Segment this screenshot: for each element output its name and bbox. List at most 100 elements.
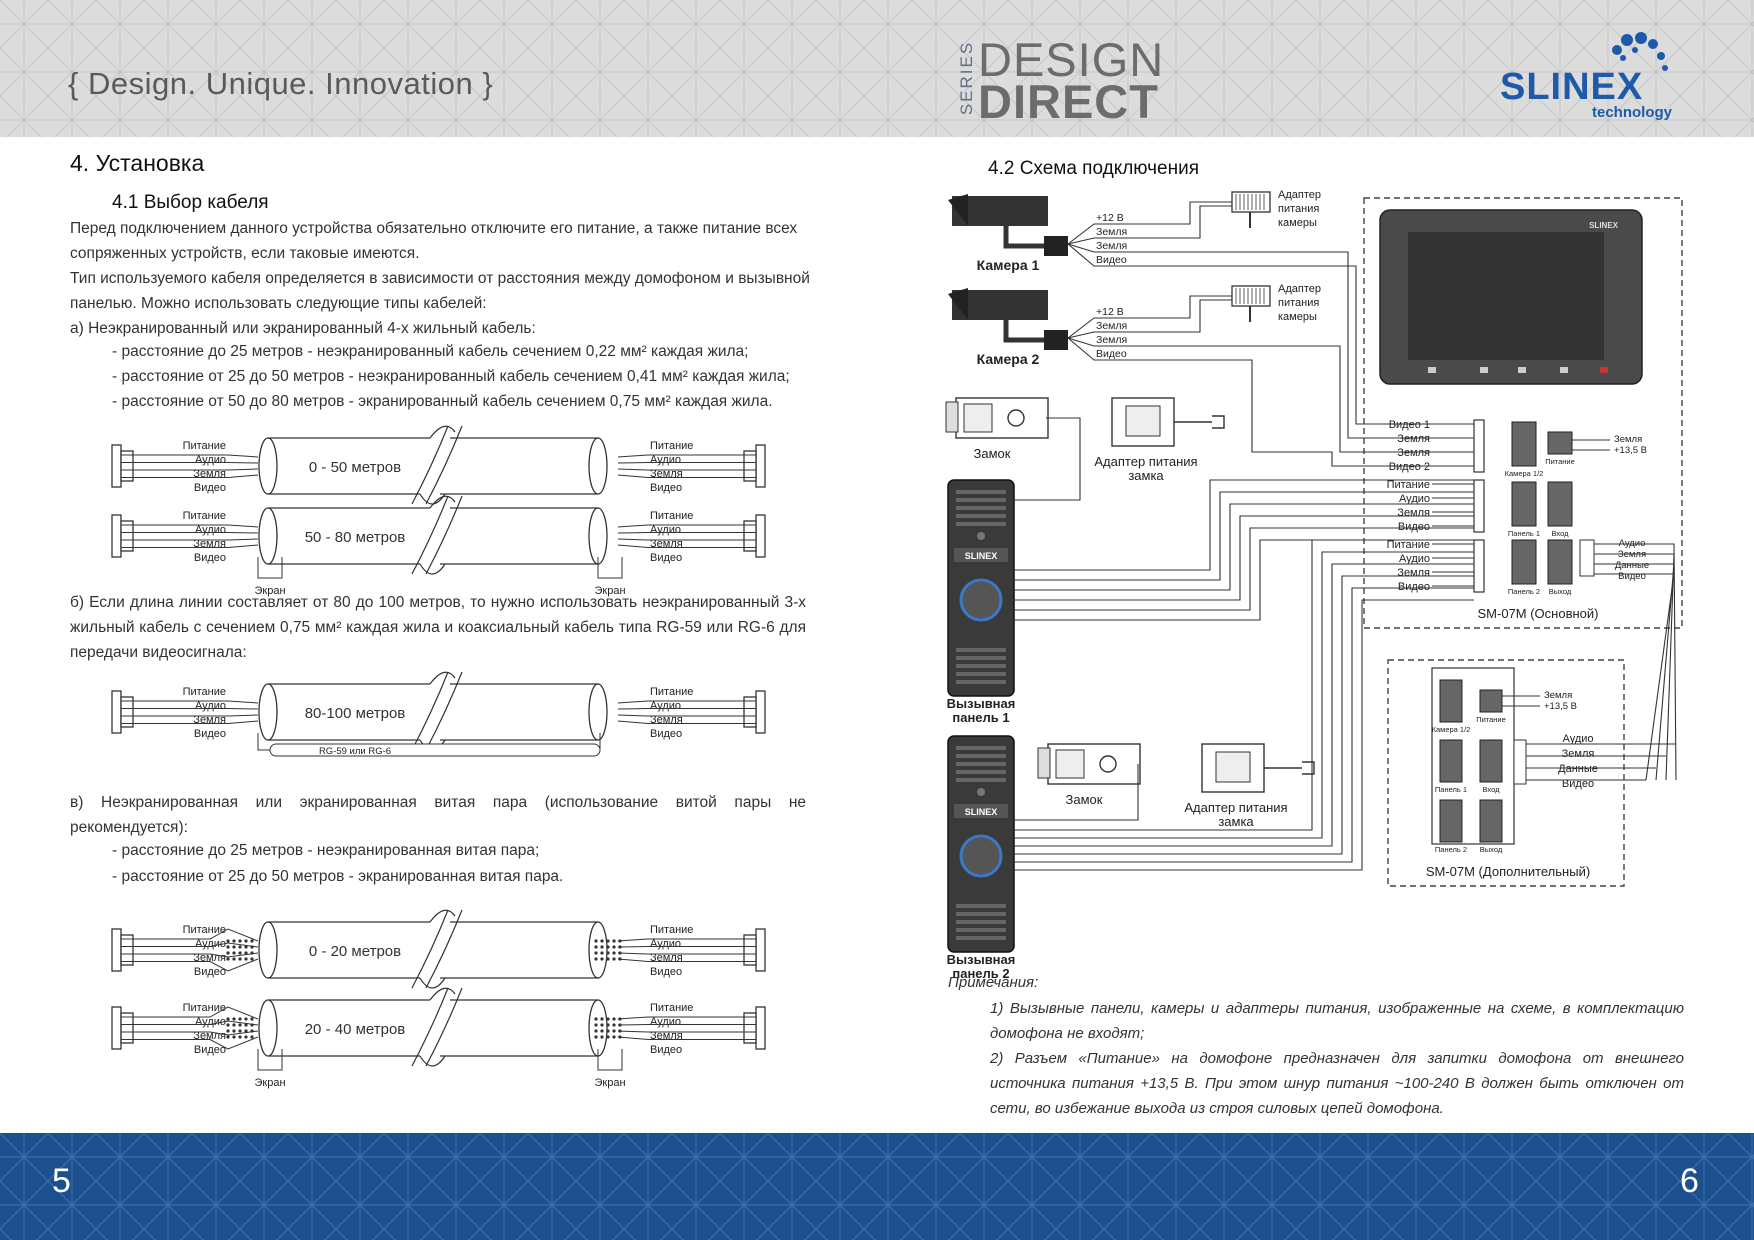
direct-word: DIRECT bbox=[978, 75, 1159, 128]
twist-mark bbox=[600, 957, 604, 961]
connector-block bbox=[1547, 539, 1573, 585]
main-output-connector bbox=[1579, 539, 1595, 577]
note-1: 1) Вызывные панели, камеры и адаптеры пи… bbox=[990, 1000, 1684, 1042]
panel-grille bbox=[956, 680, 1006, 684]
camera-wire bbox=[1067, 243, 1128, 267]
wire bbox=[133, 700, 259, 704]
panel-grille bbox=[956, 506, 1006, 510]
panel-wire bbox=[1014, 551, 1474, 839]
camera-wire bbox=[1067, 237, 1128, 245]
twist-mark bbox=[232, 1029, 236, 1033]
monitor-button-icon bbox=[1428, 367, 1436, 373]
extra-input-connector bbox=[1513, 739, 1527, 785]
twist-mark bbox=[226, 1035, 230, 1039]
main-wire-label: Земля bbox=[1397, 433, 1430, 445]
connector-label: Вход bbox=[1552, 529, 1570, 538]
adapter-label: Адаптер bbox=[1278, 283, 1321, 295]
panel-grille bbox=[956, 770, 1006, 774]
panel-grille bbox=[956, 746, 1006, 750]
main-wire-label: Питание bbox=[1387, 479, 1430, 491]
connector-label: Камера 1/2 bbox=[1432, 725, 1471, 734]
cable-length-label: 0 - 20 метров bbox=[309, 943, 401, 960]
lock-adapter-plug bbox=[1264, 761, 1315, 775]
extra-wire-label: Аудио bbox=[1562, 733, 1593, 745]
panel-grille bbox=[956, 514, 1006, 518]
connector-label: Питание bbox=[1545, 457, 1575, 466]
wire bbox=[617, 720, 744, 724]
cable-end bbox=[588, 683, 608, 741]
camera-connector bbox=[1044, 330, 1068, 350]
connector-label: Панель 2 bbox=[1435, 845, 1467, 854]
wire bbox=[617, 538, 744, 541]
main-connector bbox=[1473, 539, 1485, 593]
wire bbox=[133, 544, 259, 548]
camera-wire-label: Видео bbox=[1096, 254, 1127, 266]
wire bbox=[133, 532, 259, 534]
twist-mark bbox=[600, 1017, 604, 1021]
cable-end bbox=[258, 437, 278, 495]
adapter-label: питания bbox=[1278, 297, 1319, 309]
panel-grille bbox=[956, 936, 1006, 940]
twist-mark bbox=[612, 1035, 616, 1039]
twist-mark bbox=[594, 945, 598, 949]
twist-mark bbox=[232, 957, 236, 961]
power-wire bbox=[1128, 295, 1232, 319]
coax-label: RG-59 или RG-6 bbox=[319, 746, 391, 757]
ground-wire bbox=[1128, 345, 1474, 453]
footer-pattern bbox=[0, 1133, 1754, 1240]
power-wire bbox=[1128, 205, 1232, 239]
power-label: Земля bbox=[1614, 434, 1642, 445]
wire-label: Видео bbox=[194, 552, 226, 564]
wire bbox=[617, 938, 744, 942]
link-wire bbox=[1594, 563, 1675, 781]
list-item: - расстояние до 25 метров - неэкранирова… bbox=[112, 343, 749, 360]
connector-plug bbox=[743, 1012, 757, 1044]
main-unit-frame bbox=[1363, 197, 1683, 629]
wire bbox=[133, 942, 259, 948]
camera-wire-label: Земля bbox=[1096, 320, 1127, 332]
wire bbox=[133, 720, 259, 724]
twist-mark bbox=[612, 957, 616, 961]
main-unit-caption: SM-07M (Основной) bbox=[1478, 606, 1599, 621]
camera-wire bbox=[1067, 243, 1128, 253]
lock-adapter-label: Адаптер питания bbox=[1094, 454, 1197, 469]
panel-grille bbox=[956, 498, 1006, 502]
twist-mark bbox=[600, 945, 604, 949]
power-label: +13,5 В bbox=[1614, 445, 1647, 456]
cable-end bbox=[588, 921, 608, 979]
twist-mark bbox=[244, 951, 248, 955]
twist-mark bbox=[250, 951, 254, 955]
twist-mark bbox=[612, 1029, 616, 1033]
lock-adapter-face bbox=[1125, 405, 1161, 437]
wire-label: Видео bbox=[194, 1044, 226, 1056]
call-panel-label: панель 1 bbox=[952, 710, 1009, 725]
connector-block bbox=[1439, 679, 1463, 723]
cable-tube bbox=[268, 999, 598, 1057]
series-logo: SERIES DESIGN DIRECT bbox=[948, 36, 1163, 126]
lock-cylinder-icon bbox=[1007, 409, 1025, 427]
page-number-left: 5 bbox=[52, 1162, 71, 1200]
page-header: { Design. Unique. Innovation } SERIES DE… bbox=[0, 0, 1754, 137]
link-wire bbox=[1594, 573, 1675, 781]
list-item: - расстояние от 25 до 50 метров - экрани… bbox=[112, 868, 564, 885]
camera-hole-icon bbox=[977, 788, 985, 796]
wire bbox=[133, 1036, 259, 1050]
cable-break bbox=[411, 495, 463, 575]
twist-mark bbox=[618, 1023, 622, 1027]
wire bbox=[617, 1024, 744, 1026]
wire bbox=[617, 700, 744, 704]
twist-mark bbox=[226, 939, 230, 943]
twist-mark bbox=[618, 1017, 622, 1021]
page-footer bbox=[0, 1133, 1754, 1240]
lock-adapter-label: Адаптер питания bbox=[1184, 800, 1287, 815]
connector-label: Выход bbox=[1480, 845, 1503, 854]
lock-label: Замок bbox=[1066, 792, 1103, 807]
twist-mark bbox=[244, 1029, 248, 1033]
shield-label: Экран bbox=[254, 1077, 285, 1089]
wire-label: Питание bbox=[650, 686, 693, 698]
twist-mark bbox=[612, 1017, 616, 1021]
panel-grille bbox=[956, 904, 1006, 908]
lock-adapter-label: замка bbox=[1218, 814, 1254, 829]
